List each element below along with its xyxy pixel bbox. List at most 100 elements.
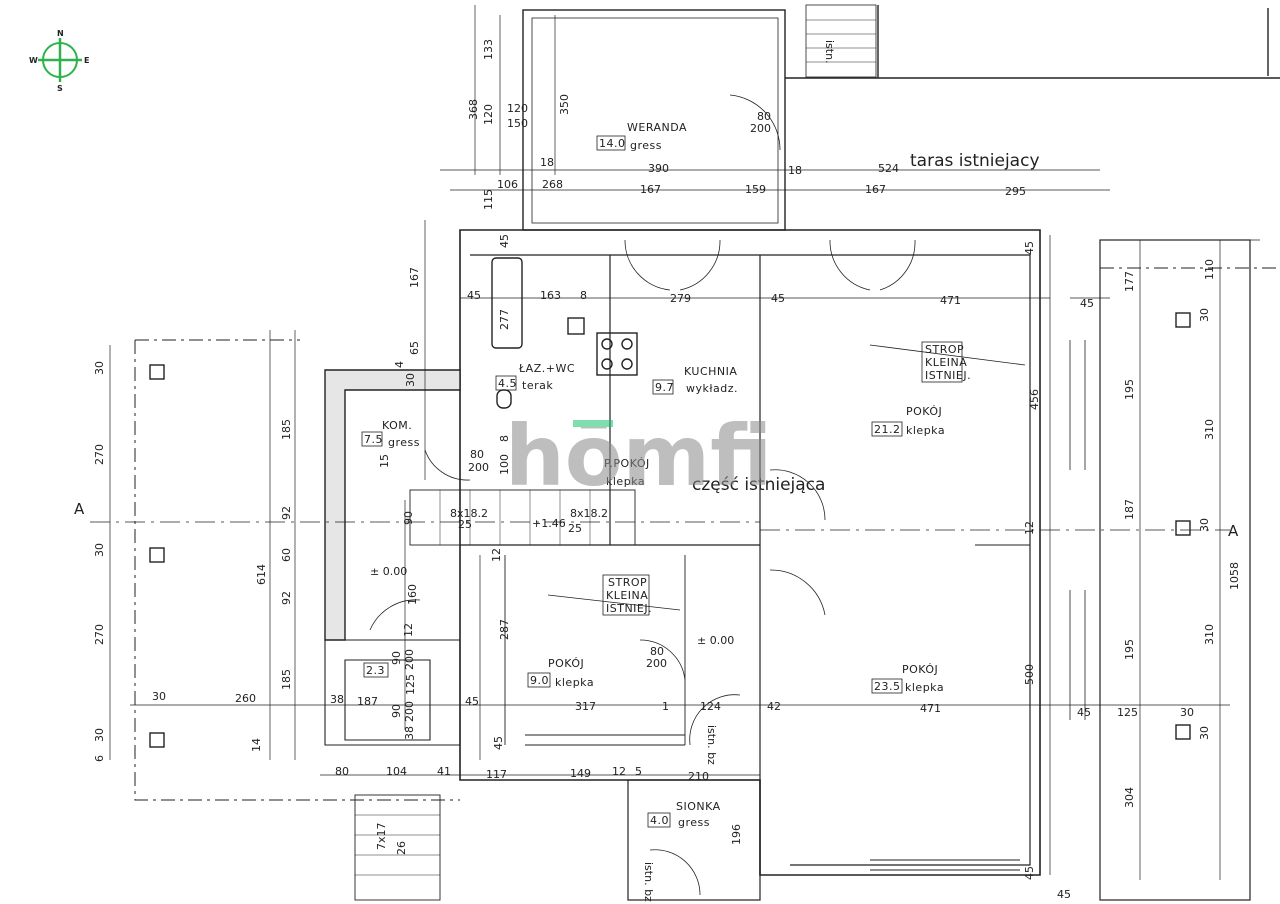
toilet xyxy=(496,389,512,409)
level-label: +1.46 xyxy=(532,517,566,530)
dimension: 125 xyxy=(404,674,417,695)
room-name: WERANDA xyxy=(627,121,687,134)
dimension: 30 xyxy=(93,543,106,557)
dimension: 115 xyxy=(482,189,495,210)
dimension: 30 xyxy=(152,690,166,703)
door-width: 80 xyxy=(757,110,771,123)
dimension: 45 xyxy=(1077,706,1091,719)
column xyxy=(149,364,165,380)
column xyxy=(149,547,165,563)
door-width: 80 xyxy=(470,448,484,461)
dimension: 6 xyxy=(93,755,106,762)
room-floor: wykładz. xyxy=(686,382,738,395)
dimension: 270 xyxy=(93,624,106,645)
room-area: 4.5 xyxy=(498,377,517,390)
strop-label: ISTNIEJ. xyxy=(606,602,652,615)
dimension: 45 xyxy=(1023,241,1036,255)
dimension: 150 xyxy=(507,117,528,130)
area-boxes xyxy=(361,135,963,828)
room-area: 21.2 xyxy=(874,423,901,436)
dimension: 177 xyxy=(1123,271,1136,292)
stair-label: 8x18.2 xyxy=(450,507,488,520)
stove xyxy=(596,332,638,376)
dimension: 41 xyxy=(437,765,451,778)
dimension: 160 xyxy=(406,584,419,605)
dimension: 30 xyxy=(1198,726,1211,740)
dimension: 12 xyxy=(490,548,503,562)
dimension: 106 xyxy=(497,178,518,191)
dimension: 1 xyxy=(662,700,669,713)
dimension: 310 xyxy=(1203,419,1216,440)
compass-n: N xyxy=(57,29,64,38)
strop-label: STROP xyxy=(925,343,964,356)
room-area: 14.0 xyxy=(599,137,626,150)
room-floor: gress xyxy=(388,436,420,449)
center-stairs xyxy=(409,489,636,546)
room-name: ŁAZ.+WC xyxy=(518,362,575,375)
room-area: 4.0 xyxy=(650,814,669,827)
column xyxy=(1175,724,1191,740)
door-height: 200 xyxy=(646,657,667,670)
column xyxy=(1175,312,1191,328)
dimension: 45 xyxy=(771,292,785,305)
dimension: 195 xyxy=(1123,639,1136,660)
terrace-line xyxy=(785,5,1280,79)
left-stairs xyxy=(354,794,441,901)
istn-label: istn. xyxy=(823,40,836,64)
dimension: 210 xyxy=(688,770,709,783)
stair-label: 7x17 xyxy=(375,822,388,850)
dimension: 65 xyxy=(408,341,421,355)
veranda-inner xyxy=(531,17,779,224)
dimension: 90 xyxy=(402,511,415,525)
dimension: 390 xyxy=(648,162,669,175)
dimension: 456 xyxy=(1028,389,1041,410)
dimension: 100 xyxy=(498,454,511,475)
dimension: 8 xyxy=(580,289,587,302)
dimension: 295 xyxy=(1005,185,1026,198)
dimension: 471 xyxy=(920,702,941,715)
bathtub xyxy=(491,257,523,349)
dimension: 18 xyxy=(788,164,802,177)
section-marker-left: A xyxy=(74,500,85,518)
stair-label: 8x18.2 xyxy=(570,507,608,520)
door-arc xyxy=(624,239,721,291)
strop-label: KLEINA xyxy=(606,589,648,602)
door-height: 200 xyxy=(403,701,416,722)
dimension: 14 xyxy=(250,738,263,752)
dimension: 104 xyxy=(386,765,407,778)
dimension: 42 xyxy=(767,700,781,713)
dimension: 304 xyxy=(1123,787,1136,808)
dimension: 614 xyxy=(255,564,268,585)
dimension: 196 xyxy=(730,824,743,845)
stair-label: 25 xyxy=(458,518,472,531)
dimension: 195 xyxy=(1123,379,1136,400)
istn-label: istn. bz xyxy=(705,725,718,765)
pergola-outline xyxy=(134,267,1280,901)
dimension-lines xyxy=(109,5,1260,880)
sink xyxy=(567,317,585,335)
door-arc xyxy=(649,849,701,896)
strop-diagonal xyxy=(547,344,1026,611)
compass-e: E xyxy=(84,56,89,65)
dimension: 260 xyxy=(235,692,256,705)
dimension: 163 xyxy=(540,289,561,302)
door-arc xyxy=(769,469,826,521)
dimension: 45 xyxy=(1080,297,1094,310)
door-height: 200 xyxy=(468,461,489,474)
dimension: 30 xyxy=(404,373,417,387)
partition-lines xyxy=(504,544,1030,871)
dimension: 167 xyxy=(408,267,421,288)
room-name: P.POKÓJ xyxy=(604,457,650,470)
veranda-stair-treads xyxy=(806,19,876,63)
dimension: 133 xyxy=(482,39,495,60)
room-name: KOM. xyxy=(382,419,412,432)
dimension: 110 xyxy=(1203,259,1216,280)
level-label: ± 0.00 xyxy=(697,634,734,647)
dimension: 270 xyxy=(93,444,106,465)
dimension: 471 xyxy=(940,294,961,307)
dimension: 12 xyxy=(402,623,415,637)
watermark: hōmfi xyxy=(505,407,772,505)
room-area: 7.5 xyxy=(364,433,383,446)
burner xyxy=(621,338,633,350)
